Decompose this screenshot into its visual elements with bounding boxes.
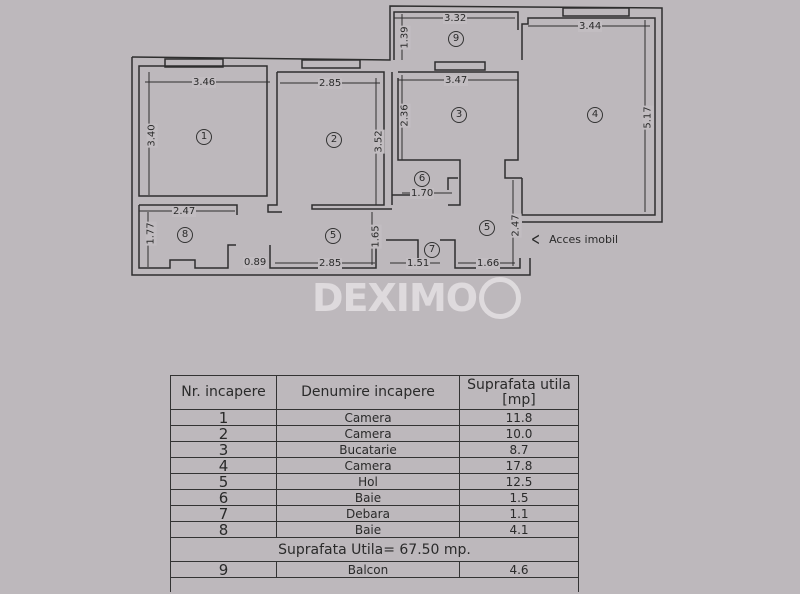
header-room-name: Denumire incapere — [276, 375, 460, 410]
room-area: 1.1 — [459, 505, 579, 522]
dim-hall-door: 0.89 — [243, 257, 268, 268]
room-label-1: 1 — [196, 129, 212, 145]
room-area: 12.5 — [459, 473, 579, 490]
dim-hall-right-width: 1.66 — [476, 258, 501, 269]
dim-hall-height-right: 2.47 — [510, 213, 522, 238]
dim-room2-height: 3.52 — [373, 129, 385, 154]
room-name: Camera — [276, 457, 460, 474]
room-number: 5 — [170, 473, 277, 490]
room-number: 8 — [170, 521, 277, 538]
room-area: 1.5 — [459, 489, 579, 506]
floor-plan-walls — [131, 5, 663, 276]
room-label-9: 9 — [448, 31, 464, 47]
room-area: 11.8 — [459, 409, 579, 426]
room-area-table: Nr. incapere Denumire incapere Suprafata… — [170, 375, 579, 592]
room-number: 2 — [170, 425, 277, 442]
dim-room4-width: 3.44 — [578, 21, 603, 32]
room-number: 3 — [170, 441, 277, 458]
dim-room1-width: 3.46 — [192, 77, 217, 88]
room-name: Hol — [276, 473, 460, 490]
dim-room3-height: 2.36 — [399, 103, 411, 128]
dim-room8-height: 1.77 — [145, 221, 157, 246]
access-label: Acces imobil — [549, 233, 619, 246]
room-name: Debara — [276, 505, 460, 522]
room-name: Baie — [276, 489, 460, 506]
watermark-text: DEXIMO — [312, 276, 478, 320]
room-number: 6 — [170, 489, 277, 506]
room-area: 17.8 — [459, 457, 579, 474]
dim-room8-width: 2.47 — [172, 206, 197, 217]
room-name: Balcon — [276, 561, 460, 578]
house-magnifier-icon — [479, 277, 522, 319]
room-label-8: 8 — [177, 227, 193, 243]
building-access: < Acces imobil — [528, 229, 619, 250]
dim-room3-width: 3.47 — [444, 75, 469, 86]
dim-room1-height: 3.40 — [146, 123, 158, 148]
dim-room2-width: 2.85 — [318, 78, 343, 89]
room-label-5-right: 5 — [479, 220, 495, 236]
chevron-left-icon: < — [531, 229, 541, 250]
header-room-number: Nr. incapere — [170, 375, 277, 410]
partial-row — [170, 577, 579, 592]
dim-hall-width: 2.85 — [318, 258, 343, 269]
room-label-7: 7 — [424, 242, 440, 258]
dim-hall-height-left: 1.65 — [370, 224, 382, 249]
room-name: Camera — [276, 425, 460, 442]
room-label-2: 2 — [326, 132, 342, 148]
dim-room9-width: 3.32 — [443, 13, 468, 24]
room-number: 7 — [170, 505, 277, 522]
room-number: 9 — [170, 561, 277, 578]
floor-plan: 3.46 3.40 2.85 3.52 3.47 2.36 3.44 5.17 … — [131, 5, 663, 276]
dim-room4-height: 5.17 — [642, 105, 654, 130]
room-number: 1 — [170, 409, 277, 426]
dim-room9-height: 1.39 — [399, 25, 411, 50]
dim-room7-width: 1.51 — [406, 258, 431, 269]
room-area: 10.0 — [459, 425, 579, 442]
room-label-4: 4 — [587, 107, 603, 123]
room-label-3: 3 — [451, 107, 467, 123]
room-name: Bucatarie — [276, 441, 460, 458]
room-label-5-left: 5 — [325, 228, 341, 244]
deximo-watermark: DEXIMO — [312, 276, 522, 320]
room-label-6: 6 — [414, 171, 430, 187]
room-number: 4 — [170, 457, 277, 474]
header-usable-area: Suprafata utila [mp] — [459, 375, 579, 410]
room-area: 8.7 — [459, 441, 579, 458]
table-row-cut-off — [170, 577, 579, 592]
room-area: 4.6 — [459, 561, 579, 578]
total-usable-area: Suprafata Utila= 67.50 mp. — [170, 537, 579, 562]
room-name: Camera — [276, 409, 460, 426]
total-row: Suprafata Utila= 67.50 mp. — [170, 537, 579, 562]
table-header-row: Nr. incapere Denumire incapere Suprafata… — [170, 375, 579, 410]
dim-room6-width: 1.70 — [410, 188, 435, 199]
room-name: Baie — [276, 521, 460, 538]
room-area: 4.1 — [459, 521, 579, 538]
